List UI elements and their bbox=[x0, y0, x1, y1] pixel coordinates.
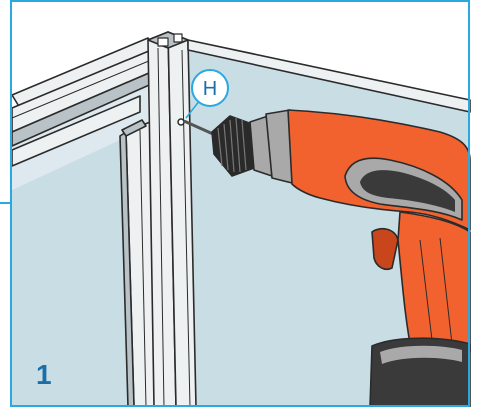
part-callout: H bbox=[185, 69, 229, 119]
part-callout-circle bbox=[191, 69, 229, 107]
left-lower-glass bbox=[12, 140, 128, 407]
screw-hole bbox=[177, 118, 185, 126]
drill-handle bbox=[397, 211, 471, 359]
cordless-drill bbox=[183, 109, 471, 407]
part-label-h: H bbox=[203, 78, 217, 100]
drill-grip-dark bbox=[360, 170, 455, 212]
corner-post bbox=[147, 31, 197, 407]
step-number: 1 bbox=[36, 359, 52, 390]
top-rail-profile bbox=[11, 37, 157, 167]
drill-trigger bbox=[371, 227, 399, 271]
